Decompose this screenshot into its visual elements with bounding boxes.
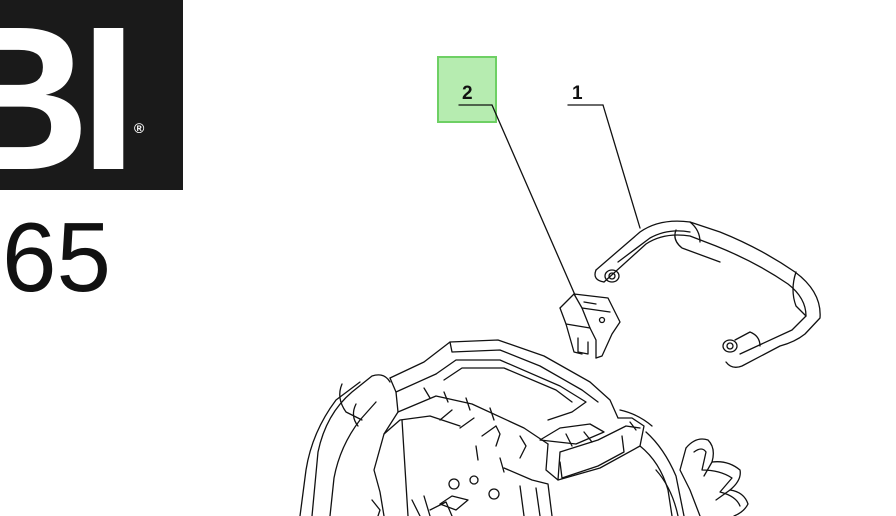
- registered-mark: ®: [134, 120, 145, 136]
- callout-label-1: 1: [572, 83, 583, 104]
- callout-highlight-box: [437, 56, 497, 123]
- callout-leader-2: [458, 104, 576, 296]
- model-number: 65: [2, 202, 112, 312]
- carry-handle-part: [594, 220, 821, 368]
- lock-button-part: [559, 293, 621, 359]
- callout-label-2: 2: [462, 83, 473, 104]
- callout-leader-1: [567, 104, 641, 229]
- brand-logo: BI ®: [0, 0, 183, 190]
- laser-housing-part: [299, 339, 685, 516]
- brand-logo-text: BI: [0, 0, 137, 190]
- rubber-bumper-part: [679, 438, 749, 516]
